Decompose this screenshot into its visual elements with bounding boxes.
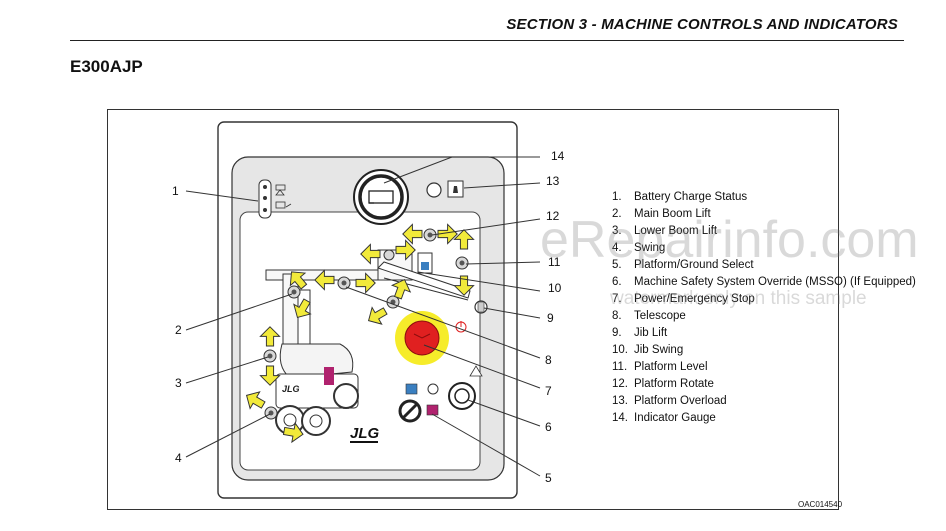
callout-6: 6 bbox=[545, 420, 552, 434]
callout-5: 5 bbox=[545, 471, 552, 485]
legend-item: 5.Platform/Ground Select bbox=[612, 259, 754, 271]
callout-14: 14 bbox=[551, 149, 565, 163]
callout-12: 12 bbox=[546, 209, 560, 223]
legend-item: 2.Main Boom Lift bbox=[612, 208, 711, 220]
legend-item: 9.Jib Lift bbox=[612, 327, 668, 339]
callout-9: 9 bbox=[547, 311, 554, 325]
knob-platform-level bbox=[455, 256, 469, 270]
legend-item: 6.Machine Safety System Override (MSSO) … bbox=[612, 276, 916, 288]
knob-lower-boom bbox=[263, 349, 277, 363]
legend-list: 1.Battery Charge Status 2.Main Boom Lift… bbox=[612, 189, 916, 427]
legend-item: 1.Battery Charge Status bbox=[612, 191, 748, 203]
legend-item: 7.Power/Emergency Stop bbox=[612, 293, 755, 305]
legend-item: 14.Indicator Gauge bbox=[612, 412, 716, 424]
machine-jlg-mark: JLG bbox=[282, 384, 300, 394]
knob-telescope bbox=[337, 276, 351, 290]
legend-item: 11.Platform Level bbox=[612, 361, 708, 373]
watermark-sub: watermark only on this sample bbox=[610, 288, 867, 309]
callout-10: 10 bbox=[548, 281, 562, 295]
watermark-main: eRepairinfo.com bbox=[540, 211, 919, 269]
jlg-logo: JLG bbox=[350, 425, 380, 442]
overload-indicator bbox=[426, 182, 442, 198]
machine-turntable bbox=[279, 343, 354, 379]
legend-item: 8.Telescope bbox=[612, 310, 686, 322]
callout-8: 8 bbox=[545, 353, 552, 367]
callout-4: 4 bbox=[175, 451, 182, 465]
legend-item: 4.Swing bbox=[612, 242, 666, 254]
ground-select-magenta bbox=[426, 404, 439, 416]
platform-blue-square bbox=[421, 262, 429, 270]
section-title: SECTION 3 - MACHINE CONTROLS AND INDICAT… bbox=[506, 16, 898, 33]
figure-code: OAC014540 bbox=[798, 500, 843, 509]
callout-13: 13 bbox=[546, 174, 560, 188]
callout-3: 3 bbox=[175, 376, 182, 390]
legend-item: 3.Lower Boom Lift bbox=[612, 225, 718, 237]
platform-select-blue bbox=[405, 383, 418, 395]
warning-icon bbox=[469, 365, 483, 377]
jib-arm bbox=[377, 261, 471, 299]
callout-11: 11 bbox=[548, 255, 561, 269]
battery-icon bbox=[275, 184, 292, 209]
leader-lines bbox=[185, 156, 541, 477]
callout-7: 7 bbox=[545, 384, 552, 398]
header-rule bbox=[70, 40, 904, 41]
callout-1: 1 bbox=[172, 184, 179, 198]
legend-item: 12.Platform Rotate bbox=[612, 378, 714, 390]
wheel-side bbox=[333, 383, 359, 409]
legend-item: 10.Jib Swing bbox=[612, 344, 684, 356]
knob-platform-rotate bbox=[423, 228, 437, 242]
figure-frame bbox=[107, 109, 839, 510]
callout-2: 2 bbox=[175, 323, 182, 337]
knob-main-boom bbox=[287, 285, 301, 299]
knob-jib-swing bbox=[383, 249, 395, 261]
model-title: E300AJP bbox=[70, 57, 143, 76]
legend-item: 13.Platform Overload bbox=[612, 395, 727, 407]
knob-swing bbox=[264, 406, 278, 420]
